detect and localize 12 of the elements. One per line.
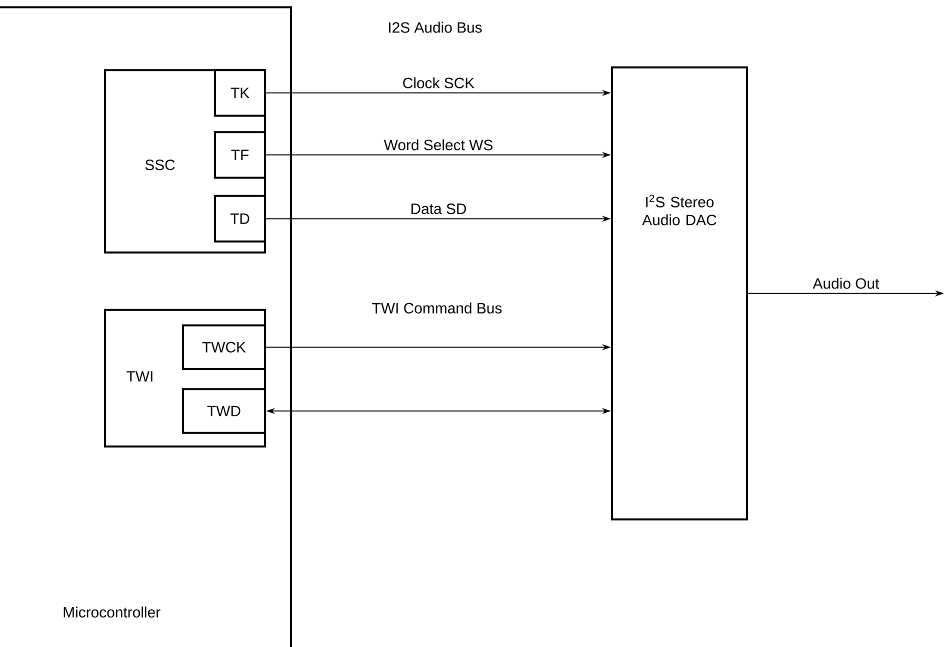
pin-box: TWD — [182, 388, 266, 434]
dac-box: I$^{2}$S Stereo Audio DAC — [611, 66, 748, 520]
bus-label: I2S Audio Bus — [389, 22, 482, 33]
edge-label: Word Select WS — [382, 138, 494, 152]
pin-box: TK — [214, 69, 266, 117]
bus-label: TWI Command Bus — [372, 302, 502, 314]
pin-box: TD — [214, 194, 266, 242]
edge-label: Clock SCK — [401, 76, 476, 90]
edge-label: Audio Out — [812, 276, 880, 290]
pin-box: TWCK — [182, 324, 266, 370]
pin-box: TF — [214, 131, 266, 179]
edge-label: Data SD — [409, 202, 468, 216]
